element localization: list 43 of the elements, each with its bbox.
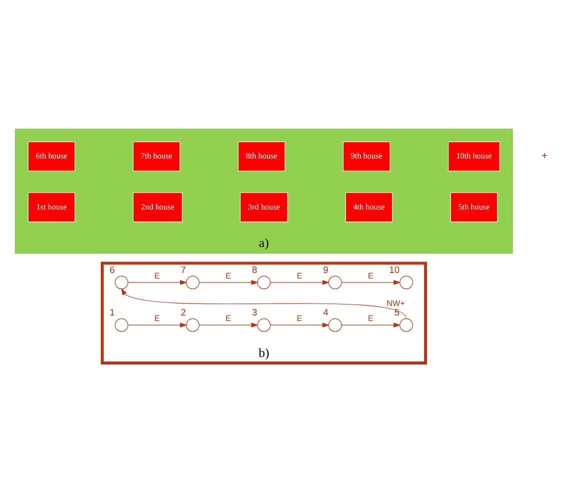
node-box: 6th house [28, 141, 76, 171]
node-box: 9th house [342, 141, 390, 171]
node-box: 4th house [345, 192, 393, 222]
node-circle [186, 318, 200, 332]
node-circle [328, 318, 342, 332]
node-box: 1st house [28, 192, 76, 222]
arrow [128, 322, 188, 328]
node-label: 2 [180, 307, 186, 318]
node-label: 8 [252, 264, 258, 275]
node-label: 1 [110, 307, 115, 318]
node-circle [257, 318, 271, 332]
node-label: 6 [110, 264, 115, 275]
node-label: 9 [323, 264, 328, 275]
node-circle [328, 275, 342, 289]
node-box: 10th house [448, 141, 500, 171]
arrow [128, 280, 188, 284]
node-box: 8th house [238, 141, 286, 171]
node-label: 4 [323, 307, 328, 318]
node-label: 3 [252, 307, 258, 318]
node-label: a) [258, 236, 269, 250]
arrow [270, 322, 330, 328]
node-circle [257, 275, 271, 289]
node-box: 7th house [132, 141, 180, 171]
arrow [199, 280, 258, 284]
node-circle [400, 318, 413, 332]
arrow [199, 322, 258, 328]
node-circle [114, 318, 128, 332]
node-label: b) [258, 345, 270, 360]
cluster [15, 128, 513, 254]
node-label: 10 [389, 264, 400, 275]
arrow [341, 322, 401, 328]
node-box: 3rd house [240, 192, 288, 222]
node-box: 5th house [450, 192, 498, 222]
arrow [121, 288, 407, 318]
node-circle [400, 275, 413, 289]
arrow [341, 280, 401, 284]
node-circle [114, 275, 128, 289]
arrow [270, 280, 330, 284]
node-label: 7 [180, 264, 186, 275]
cluster [100, 261, 427, 364]
label: + [542, 149, 548, 162]
node-circle [186, 275, 200, 289]
node-box: 2nd house [132, 192, 182, 222]
